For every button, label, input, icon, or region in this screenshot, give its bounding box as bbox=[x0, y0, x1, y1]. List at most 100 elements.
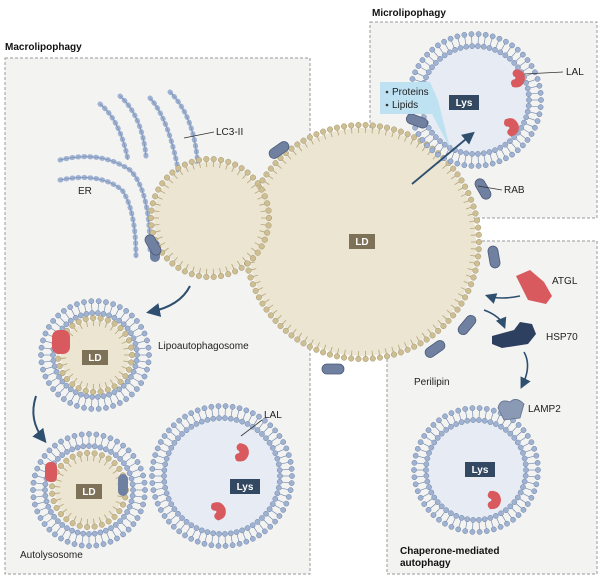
ld-head bbox=[348, 122, 355, 129]
autolysosome-lys-membrane-head bbox=[193, 421, 200, 427]
ld-head bbox=[383, 353, 391, 360]
micro-lysosome-membrane-head bbox=[537, 90, 544, 96]
ld-bud-head bbox=[238, 165, 245, 172]
autolysosome-lys-membrane-head bbox=[182, 532, 188, 539]
autolysosome-ld-membrane-head bbox=[114, 438, 120, 445]
autolysosome-ld-membrane-head bbox=[74, 444, 81, 451]
cma-lysosome-membrane-head bbox=[514, 439, 521, 446]
autolysosome-ld-membrane-head bbox=[52, 442, 58, 449]
ld-bud-head bbox=[210, 273, 217, 280]
autolysosome-lys-membrane-head bbox=[275, 461, 282, 468]
autolysosome-ld-membrane-head bbox=[41, 453, 48, 459]
ld-bud-head bbox=[249, 255, 257, 262]
autolysosome-lys-membrane-head bbox=[194, 538, 201, 545]
cma-lysosome-membrane-head bbox=[533, 452, 540, 459]
lipoautophagosome-membrane-tail bbox=[109, 305, 113, 314]
ld-head bbox=[470, 274, 477, 281]
autolysosome-ld-membrane-tail bbox=[50, 451, 57, 458]
autolysosome-lys-membrane-head bbox=[188, 423, 195, 430]
autolysosome-ld-membrane-head bbox=[55, 456, 61, 462]
autolysosome-lys-membrane-head bbox=[276, 479, 283, 485]
cma-lysosome-membrane-tail bbox=[445, 514, 451, 523]
autolysosome-lys-membrane-tail bbox=[157, 493, 165, 497]
autolysosome-ld-membrane-head bbox=[32, 501, 38, 508]
cma-lysosome-membrane-head bbox=[507, 503, 514, 510]
cargo-bullet-1 bbox=[385, 90, 389, 94]
micro-lysosome-membrane-head bbox=[518, 124, 525, 131]
cma-lysosome-membrane-head bbox=[464, 417, 471, 424]
micro-lysosome-membrane-tail bbox=[419, 66, 428, 72]
micro-lysosome-membrane-head bbox=[429, 147, 436, 154]
ld-bud-head bbox=[258, 186, 265, 193]
autolysosome-ld-head bbox=[50, 498, 57, 505]
micro-lysosome-membrane-head bbox=[523, 114, 530, 121]
autolysosome-lys-membrane-head bbox=[254, 427, 261, 433]
autolysosome-lys-membrane-head bbox=[149, 480, 156, 486]
cma-lysosome-membrane-tail bbox=[515, 431, 523, 437]
cma-title-line1: Chaperone-mediated bbox=[400, 546, 499, 557]
lipoautophagosome-membrane-tail bbox=[128, 382, 136, 389]
autolysosome-lys-membrane-head bbox=[266, 506, 273, 512]
micro-lysosome-membrane-head bbox=[497, 144, 504, 151]
micro-lysosome-membrane-tail bbox=[515, 55, 522, 62]
autolysosome-ld-head bbox=[98, 452, 105, 459]
autolysosome-lys-membrane-tail bbox=[276, 448, 285, 453]
autolysosome-lys-membrane-head bbox=[162, 484, 169, 491]
autolysosome-ld-membrane-head bbox=[130, 487, 136, 493]
ld-head bbox=[277, 322, 284, 330]
lipoautophagosome-membrane-head bbox=[83, 311, 90, 317]
lipoautophagosome-membrane-head bbox=[138, 324, 144, 330]
lys-micro-tag-bg bbox=[449, 95, 479, 110]
autolysosome-lys-membrane-head bbox=[154, 500, 161, 507]
autolysosome-ld-membrane-head bbox=[120, 442, 126, 449]
micro-lysosome-membrane-head bbox=[502, 141, 509, 148]
micro-lysosome-membrane-tail bbox=[450, 40, 455, 49]
autolysosome-lys-membrane-head bbox=[288, 466, 295, 472]
autolysosome-ld-membrane-head bbox=[102, 446, 109, 453]
lipoautophagosome-ld-head bbox=[97, 315, 104, 322]
autolysosome-lys-membrane-head bbox=[267, 422, 274, 429]
autolysosome-ld-membrane-head bbox=[30, 487, 36, 493]
ld-head bbox=[472, 267, 479, 274]
autolysosome-lys-membrane-tail bbox=[248, 414, 253, 423]
micro-lysosome-membrane-head bbox=[520, 142, 526, 149]
autolysosome-lys-membrane-head bbox=[176, 528, 183, 535]
autolysosome-lys-membrane-head bbox=[204, 529, 211, 535]
autolysosome-lys-membrane-tail bbox=[253, 526, 259, 534]
autolysosome-lys-membrane-head bbox=[168, 445, 175, 451]
lipoautophagosome-membrane-head bbox=[116, 304, 123, 310]
lipoautophagosome-membrane-tail bbox=[103, 304, 106, 312]
autolysosome-lys-membrane-head bbox=[266, 440, 273, 446]
cma-lysosome-membrane-head bbox=[483, 528, 490, 534]
lipoautophagosome-membrane-head bbox=[110, 301, 116, 307]
ld-center-tag-bg bbox=[349, 234, 375, 249]
micro-lysosome-membrane-head bbox=[457, 149, 464, 155]
autolysosome-ld-membrane-tail bbox=[133, 501, 142, 505]
micro-lysosome-membrane-head bbox=[507, 138, 513, 145]
ld-autolysosome-tag-bg bbox=[76, 484, 102, 499]
micro-lysosome-membrane-head bbox=[524, 57, 531, 63]
ld-head bbox=[300, 340, 307, 347]
micro-lysosome-membrane-tail bbox=[527, 117, 536, 121]
lipoautophagosome-membrane-tail bbox=[54, 382, 62, 389]
ld-head bbox=[475, 253, 482, 260]
lipoautophagosome-membrane-head bbox=[111, 389, 118, 396]
lipoautophagosome-ld-head bbox=[104, 317, 111, 324]
ld-bud-head bbox=[225, 158, 232, 165]
lipoautophagosome-membrane-head bbox=[106, 312, 112, 319]
autolysosome-ld-membrane-head bbox=[46, 447, 53, 454]
cma-lysosome-membrane-tail bbox=[506, 421, 513, 429]
autolysosome-lys-membrane-tail bbox=[159, 499, 168, 504]
lipoautophagosome-membrane-head bbox=[81, 299, 87, 305]
micro-lysosome-membrane-head bbox=[496, 35, 503, 42]
autolysosome-ld-membrane-head bbox=[64, 449, 70, 455]
micro-lysosome-membrane-tail bbox=[500, 149, 506, 157]
cma-lysosome-membrane-head bbox=[426, 450, 432, 456]
cma-lysosome-membrane-head bbox=[483, 406, 490, 412]
autolysosome-lys-membrane-head bbox=[170, 422, 177, 429]
autolysosome-lys-membrane-head bbox=[283, 500, 290, 507]
micro-lysosome-membrane-head bbox=[429, 129, 435, 136]
cma-title-line2: autophagy bbox=[400, 558, 451, 569]
autolysosome-ld-head bbox=[111, 460, 118, 467]
ld-head bbox=[369, 355, 376, 362]
